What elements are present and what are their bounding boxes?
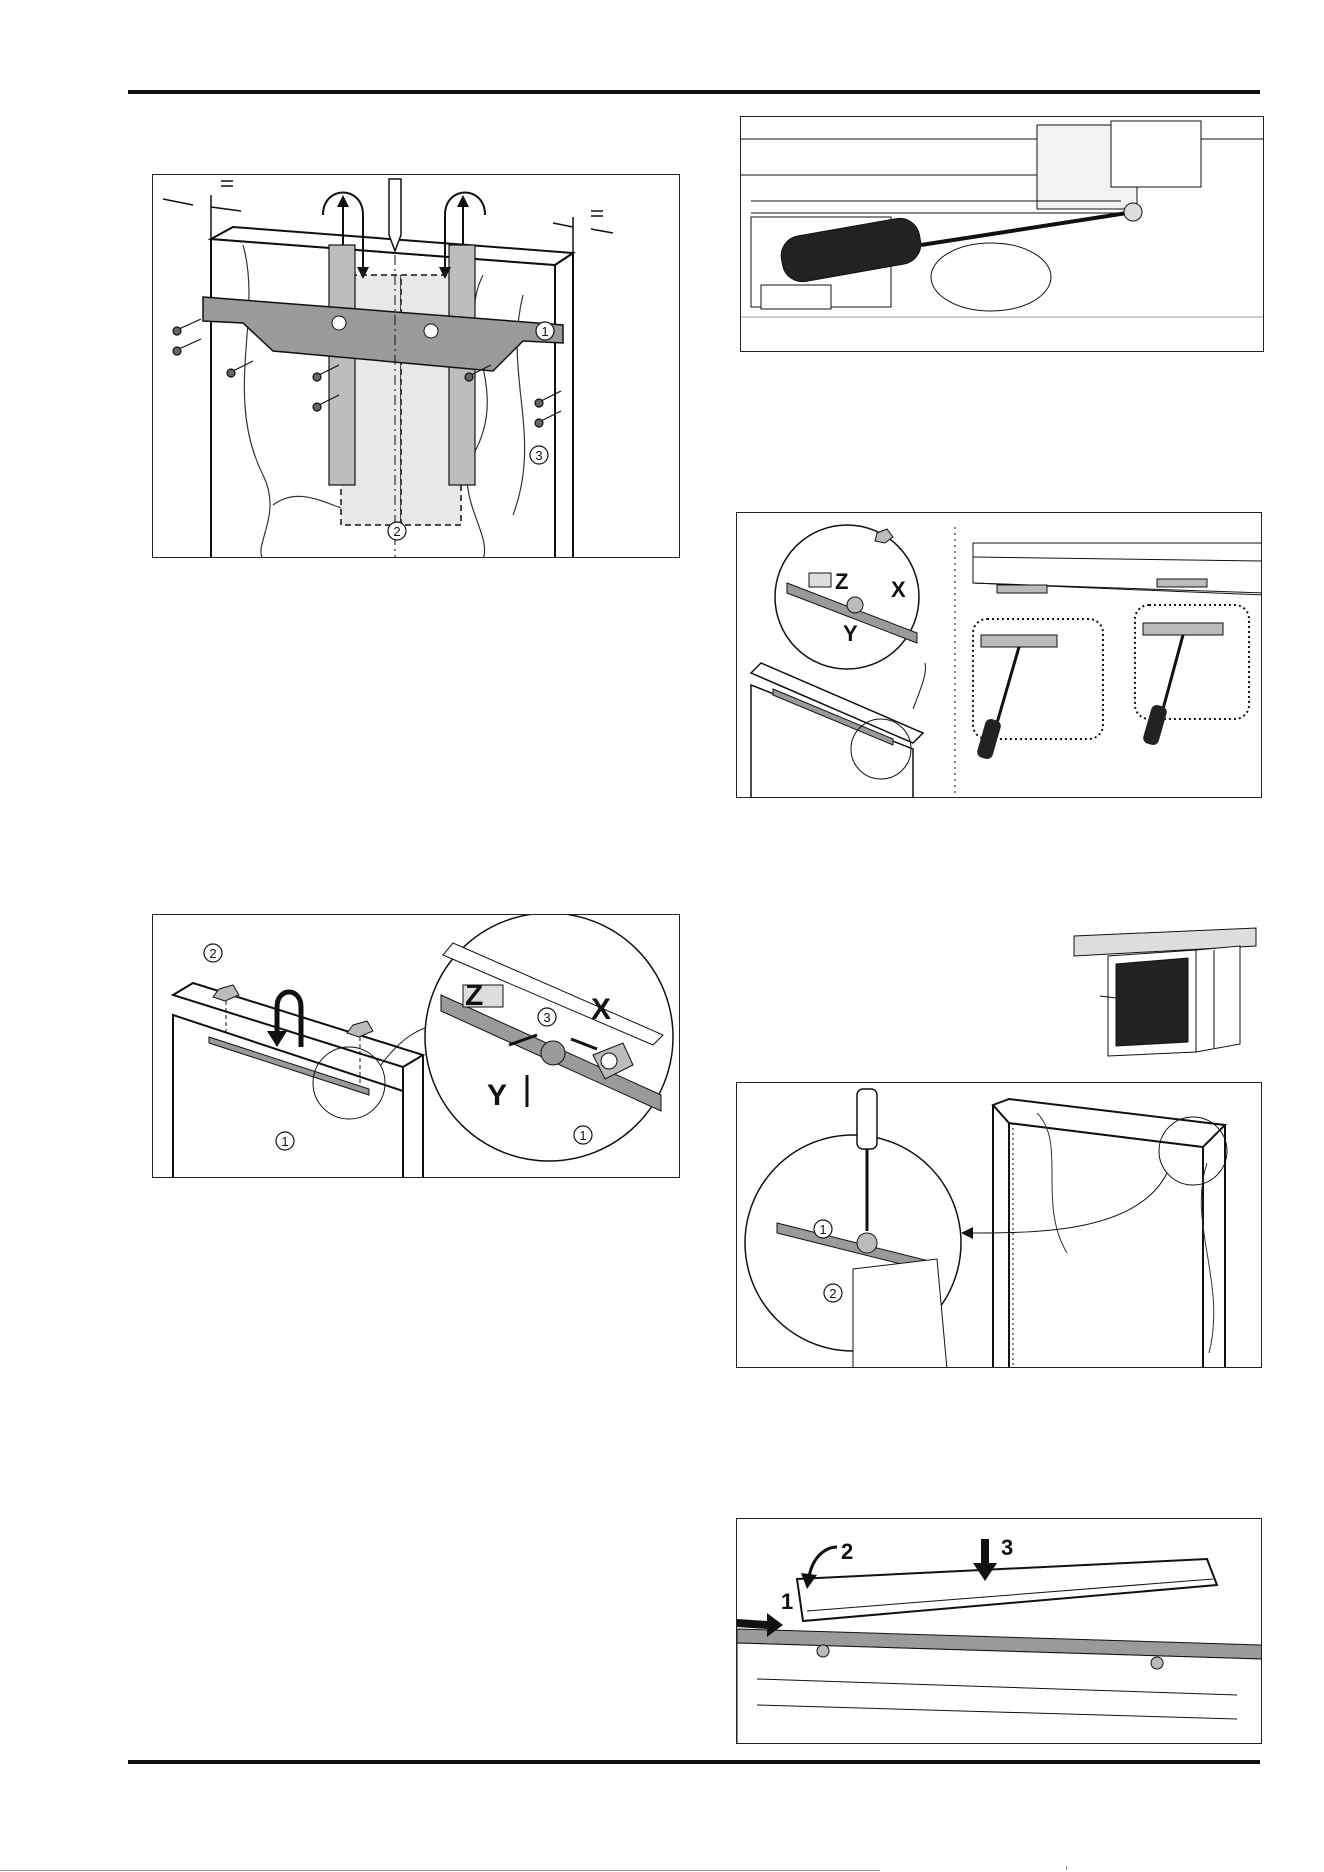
callout-2: 2 [393, 524, 400, 539]
footer-rule [128, 1760, 1260, 1764]
axis-y-label: Y [843, 621, 858, 646]
axis-y-label: Y [487, 1079, 507, 1112]
figure-screwdriver-underside [740, 116, 1264, 352]
bottom-tick [1066, 1866, 1067, 1870]
axis-x-label: X [591, 993, 611, 1026]
bracket-mounting-illustration: 1 2 3 [153, 175, 680, 558]
callout-2: 2 [209, 946, 216, 961]
hinge-adjustment-illustration: Z X Y 2 1 3 1 [153, 915, 680, 1178]
callout-1: 1 [819, 1222, 826, 1237]
axis-z-label: Z [835, 569, 848, 594]
hinge-access-illustration: Z X Y [737, 513, 1262, 798]
figure-bracket-mounting: 1 2 3 [152, 174, 680, 558]
callout-2: 2 [829, 1286, 836, 1301]
bottom-thin-line [0, 1870, 880, 1871]
figure-door-screw-adjust: 1 2 [736, 1082, 1262, 1368]
cover-install-illustration: 1 2 3 [737, 1519, 1262, 1744]
figure-cover-install: 1 2 3 [736, 1518, 1262, 1744]
door-screw-adjust-illustration: 1 2 [737, 1083, 1262, 1368]
screwdriver-underside-illustration [741, 117, 1264, 352]
callout-1: 1 [541, 324, 548, 339]
callout-3: 3 [543, 1010, 550, 1025]
step-2-label: 2 [841, 1539, 853, 1564]
callout-1b: 1 [579, 1128, 586, 1143]
step-1-label: 1 [781, 1589, 793, 1614]
callout-3: 3 [535, 448, 542, 463]
figure-appliance-gap [1064, 924, 1260, 1064]
callout-1: 1 [281, 1134, 288, 1149]
axis-x-label: X [891, 577, 906, 602]
axis-z-label: Z [465, 979, 483, 1012]
figure-hinge-adjustment: Z X Y 2 1 3 1 [152, 914, 680, 1178]
step-3-label: 3 [1001, 1535, 1013, 1560]
appliance-gap-illustration [1064, 924, 1260, 1064]
figure-hinge-access: Z X Y [736, 512, 1262, 798]
header-rule [128, 90, 1260, 94]
